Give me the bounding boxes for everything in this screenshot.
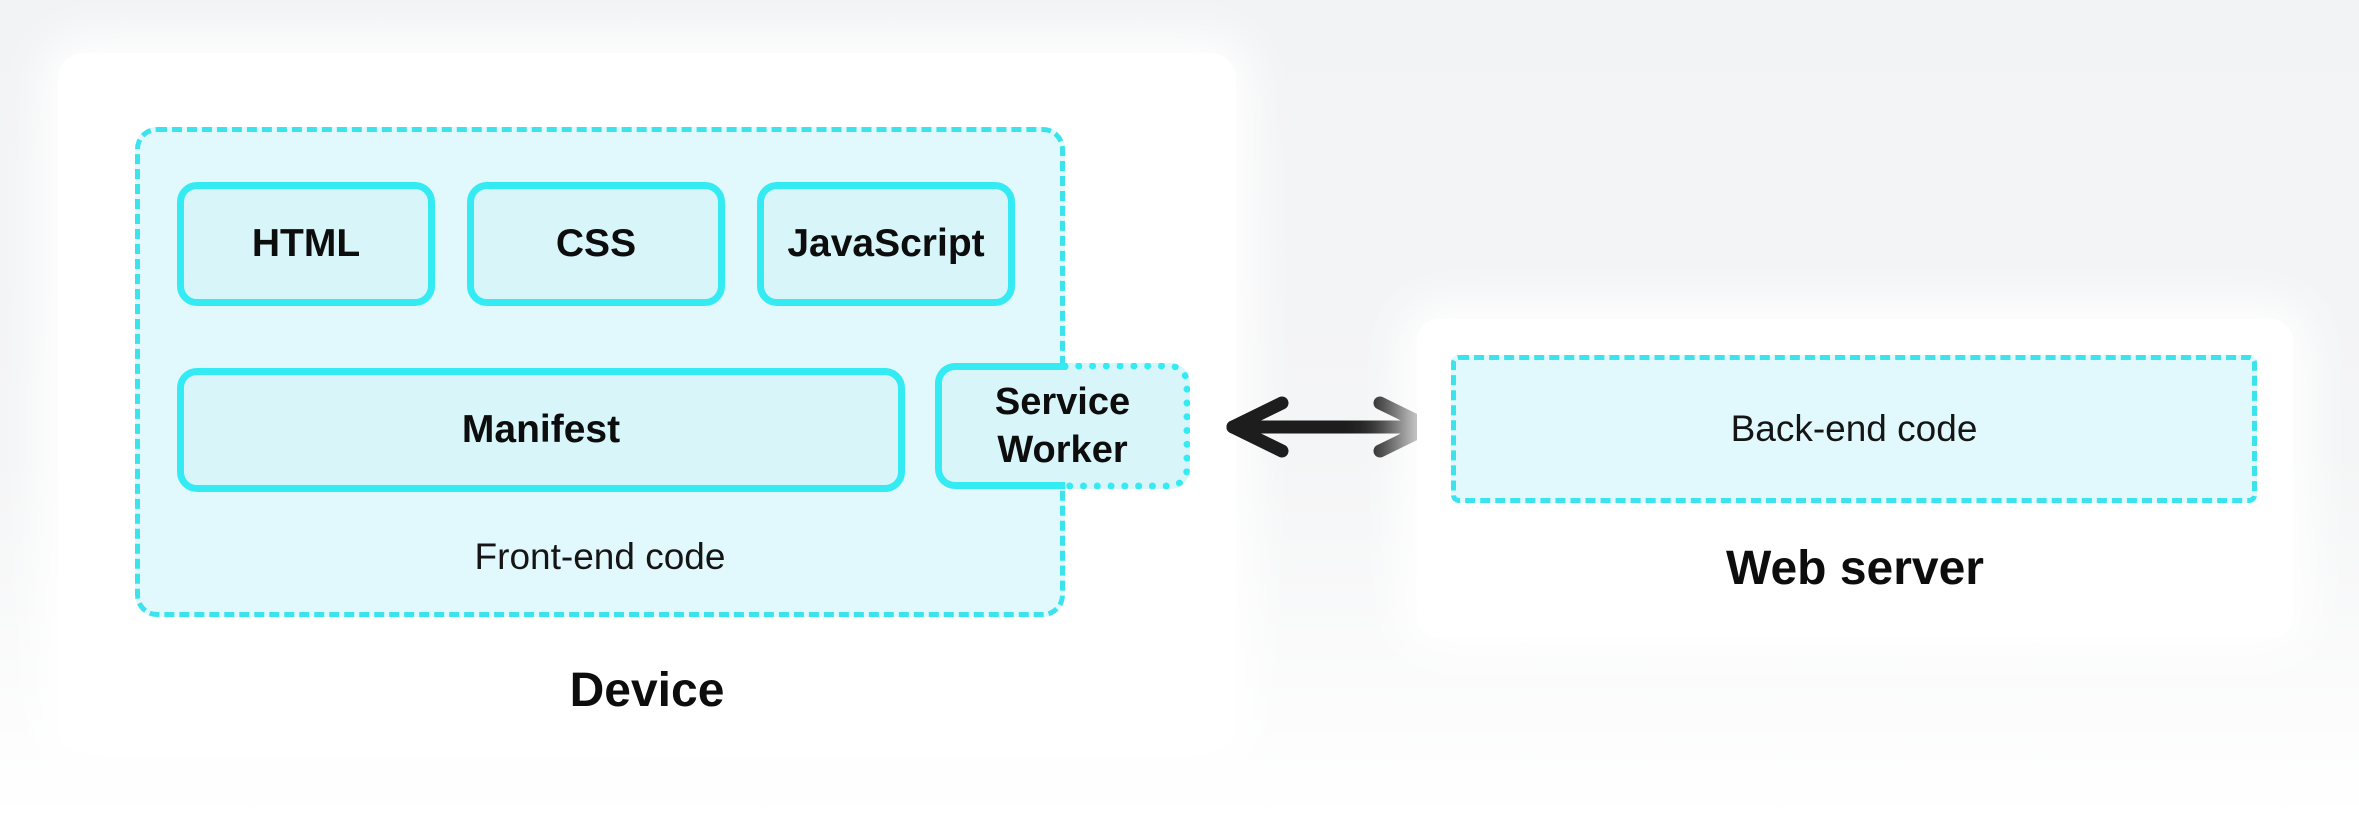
web-server-label: Web server: [1726, 542, 1984, 595]
service-worker-dotted-border: [1065, 363, 1190, 489]
device-box: HTML CSS JavaScript Manifest Service Wor…: [58, 53, 1236, 752]
device-label: Device: [569, 664, 725, 717]
css-box: CSS: [467, 182, 725, 306]
frontend-code-caption: Front-end code: [474, 536, 726, 577]
service-worker-label: Service Worker: [935, 363, 1190, 489]
web-server-box: Back-end code Web server: [1417, 319, 2293, 638]
manifest-box: Manifest: [177, 368, 905, 492]
javascript-box: JavaScript: [757, 182, 1015, 306]
frontend-code-container: HTML CSS JavaScript Manifest Service Wor…: [135, 127, 1190, 617]
service-worker-label-line2: Worker: [997, 429, 1128, 471]
html-label: HTML: [251, 222, 361, 265]
javascript-label: JavaScript: [787, 222, 985, 265]
service-worker-box: Service Worker: [935, 363, 1190, 489]
html-box: HTML: [177, 182, 435, 306]
backend-code-box: Back-end code: [1451, 355, 2257, 503]
service-worker-solid-border: [935, 363, 1065, 489]
service-worker-label-line1: Service: [994, 381, 1131, 423]
css-label: CSS: [555, 222, 637, 265]
backend-code-label: Back-end code: [1730, 408, 1978, 449]
manifest-label: Manifest: [461, 408, 621, 451]
double-headed-arrow-icon: [1222, 395, 1440, 459]
